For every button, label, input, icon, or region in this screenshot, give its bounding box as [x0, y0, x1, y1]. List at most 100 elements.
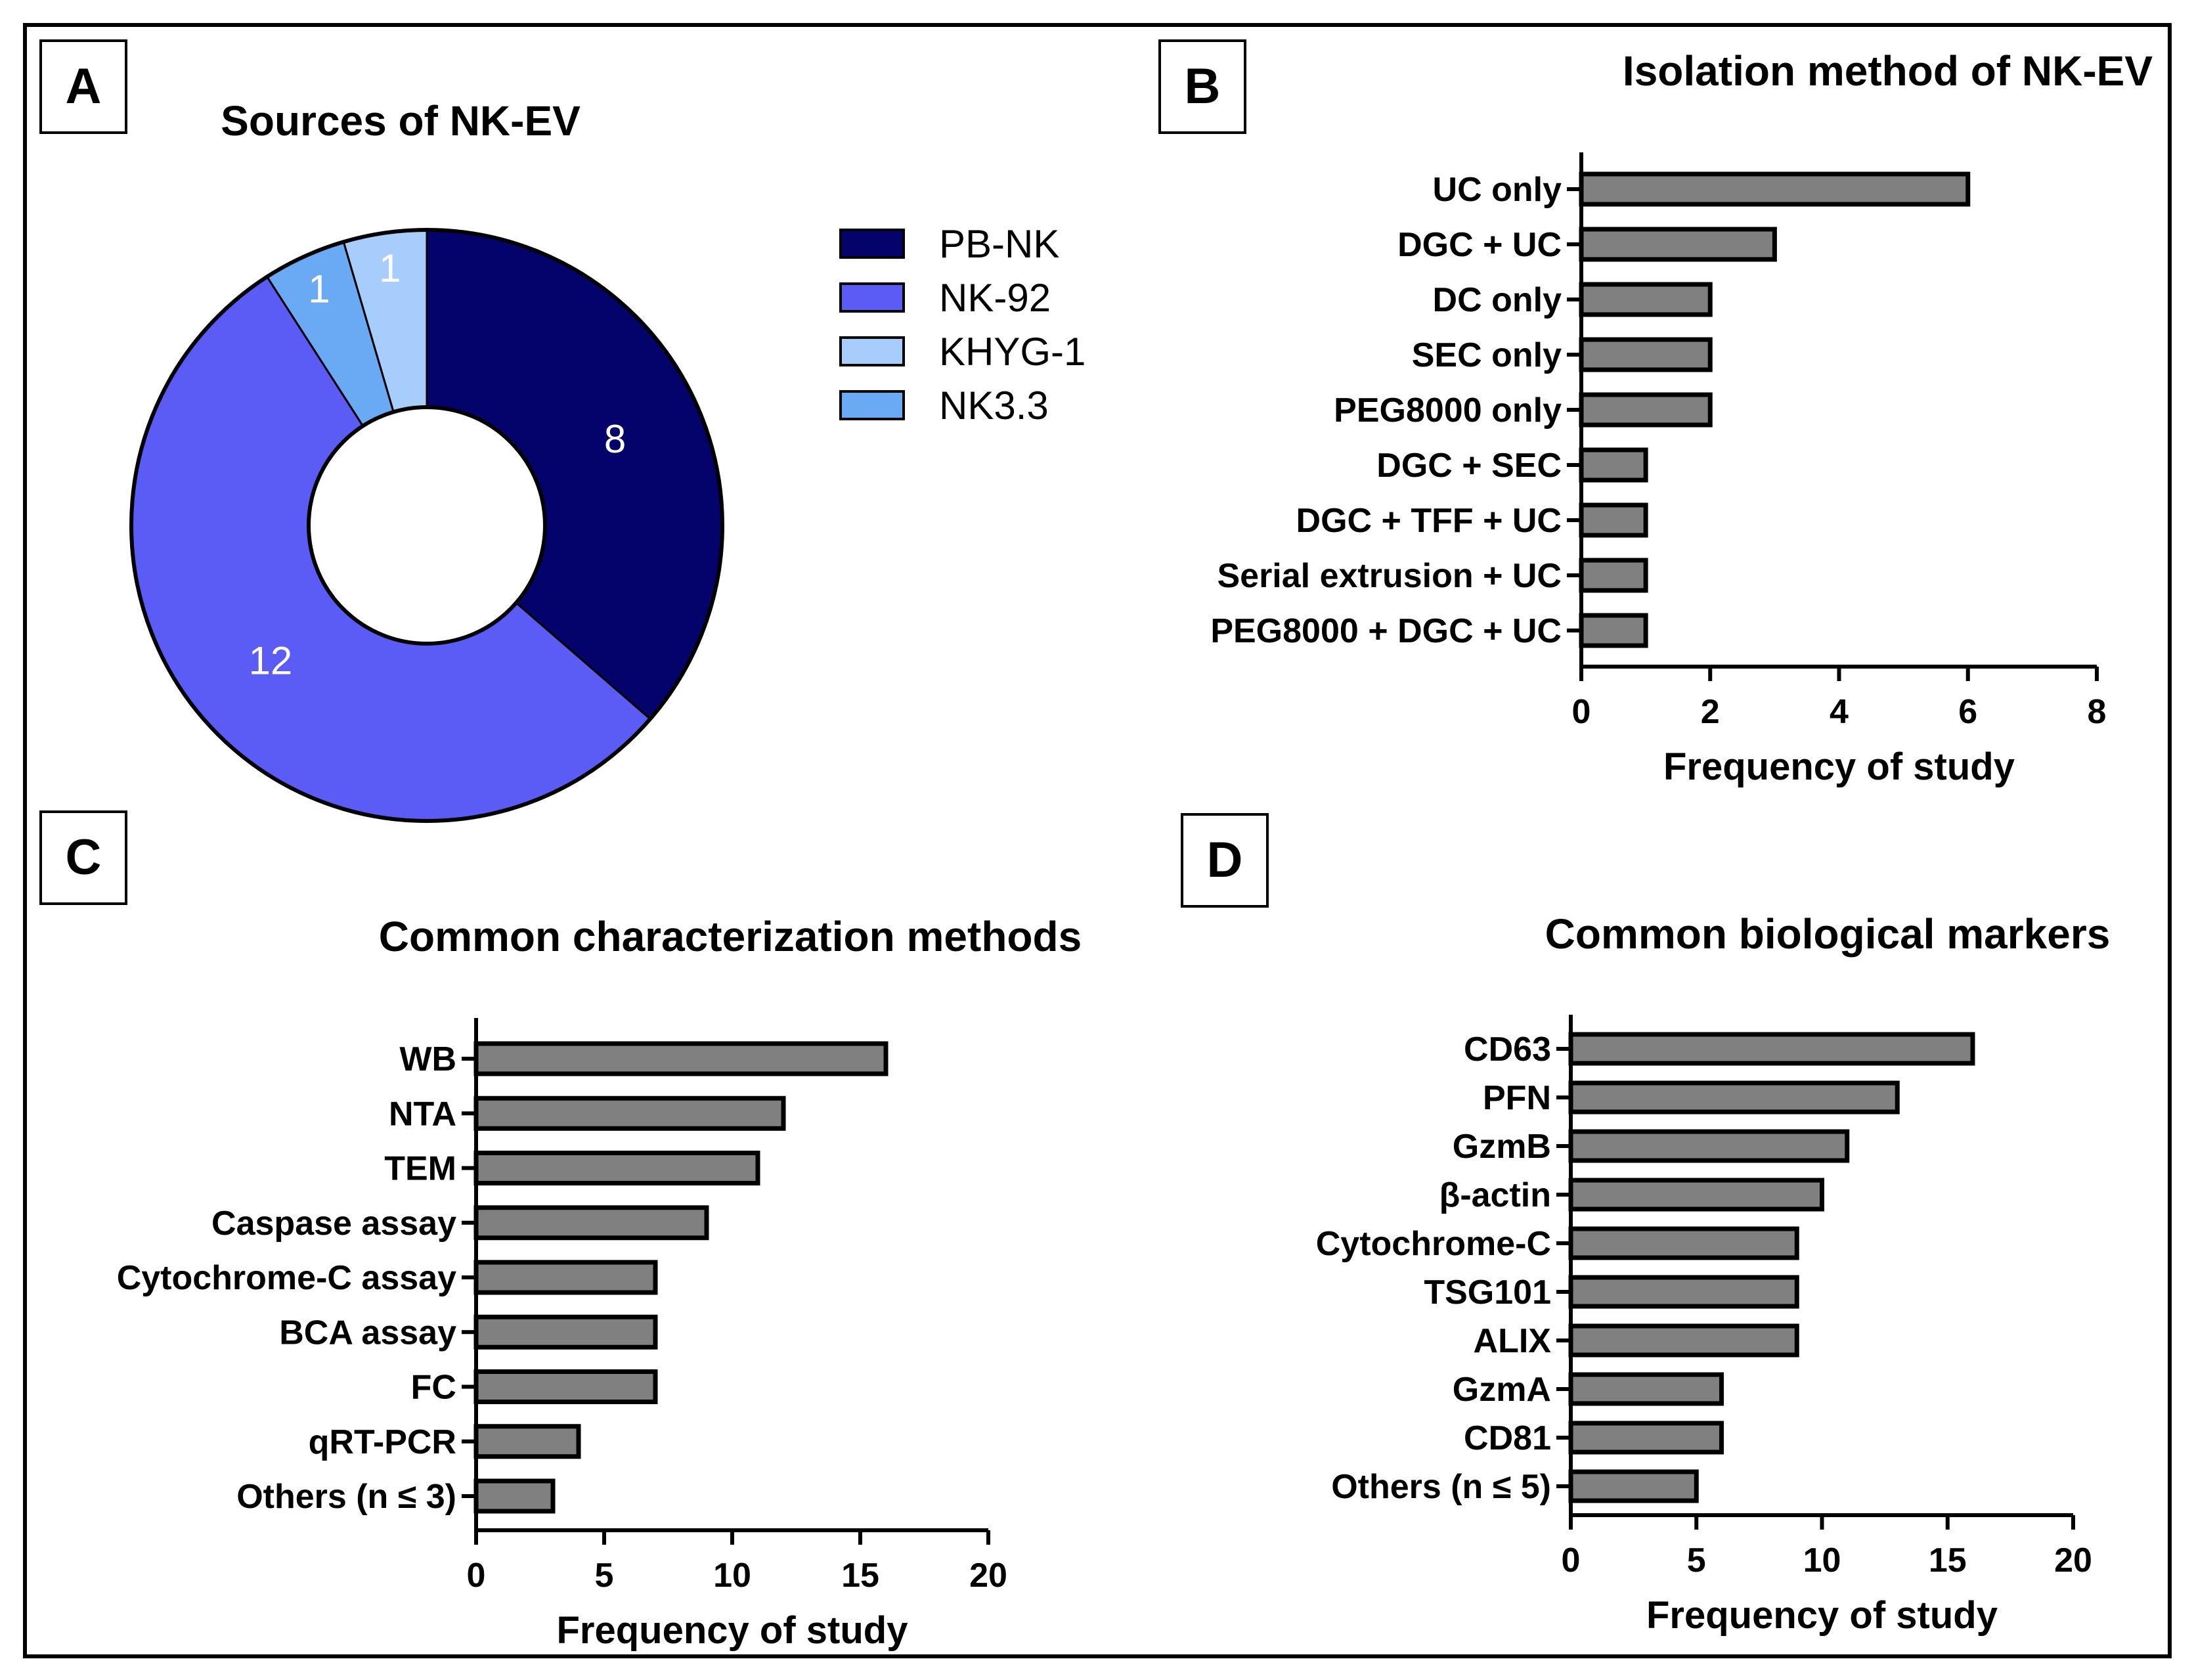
x-tick-label: 0	[467, 1557, 486, 1595]
donut-value-label: 1	[379, 246, 401, 290]
category-label: DC only	[1433, 281, 1562, 319]
legend-swatch-nk-92	[839, 282, 905, 313]
bar	[1579, 282, 1713, 317]
x-tick-label: 10	[1803, 1541, 1841, 1580]
bar	[473, 1369, 658, 1404]
x-tick-label: 4	[1830, 693, 1849, 731]
category-label: CD81	[1464, 1419, 1551, 1457]
bar	[473, 1424, 581, 1459]
bar	[1579, 502, 1648, 538]
panel-a-letter-box	[39, 39, 127, 134]
bar	[1568, 1421, 1724, 1455]
bar	[1568, 1323, 1799, 1358]
category-label: Cytochrome-C assay	[117, 1259, 456, 1297]
panel-d: D Common biological markers CD63PFNGzmBβ…	[1181, 813, 2111, 1637]
category-label: CD63	[1464, 1030, 1551, 1069]
category-label: Serial extrusion + UC	[1217, 557, 1562, 595]
category-label: Others (n ≤ 5)	[1331, 1468, 1551, 1506]
category-label: Others (n ≤ 3)	[236, 1478, 456, 1516]
bar	[473, 1095, 786, 1131]
donut-chart: 8 12 1 1	[129, 228, 724, 823]
category-label: DGC + TFF + UC	[1296, 502, 1562, 540]
category-label: Cytochrome-C	[1316, 1225, 1551, 1263]
panel-d-title: Common biological markers	[1545, 910, 2111, 958]
category-label: ALIX	[1474, 1322, 1552, 1360]
bar	[473, 1041, 889, 1076]
bar-chart-d: CD63PFNGzmBβ-actinCytochrome-CTSG101ALIX…	[1316, 1015, 2092, 1637]
bar	[1579, 558, 1648, 593]
panel-a-letter: A	[66, 58, 102, 114]
panel-c-title: Common characterization methods	[379, 913, 1082, 960]
bar	[1568, 1129, 1850, 1163]
bar	[1568, 1275, 1799, 1309]
x-tick-label: 15	[1929, 1541, 1967, 1580]
category-label: GzmA	[1453, 1371, 1551, 1409]
bar	[1579, 227, 1777, 262]
category-label: TSG101	[1424, 1273, 1551, 1312]
category-label: DGC + UC	[1397, 226, 1562, 264]
panel-b-letter-box	[1158, 39, 1246, 134]
category-label: NTA	[389, 1095, 456, 1133]
x-axis-title: Frequency of study	[1663, 745, 2015, 788]
x-tick-label: 5	[1687, 1541, 1706, 1580]
legend-label: PB-NK	[939, 222, 1059, 266]
panel-c-letter-box	[39, 810, 127, 905]
category-label: β-actin	[1439, 1176, 1551, 1214]
bar	[473, 1314, 658, 1350]
category-label: WB	[399, 1040, 456, 1078]
category-label: PFN	[1483, 1079, 1551, 1117]
figure-frame	[23, 23, 2172, 1658]
legend-swatch-pb-nk	[839, 229, 905, 259]
bar	[1568, 1032, 1975, 1066]
bar	[473, 1260, 658, 1295]
x-tick-label: 10	[713, 1557, 751, 1595]
bar	[1568, 1080, 1900, 1115]
bar	[1568, 1226, 1799, 1260]
legend-swatch-nk3-3	[839, 390, 905, 420]
x-tick-label: 15	[841, 1557, 879, 1595]
legend-label: KHYG-1	[939, 330, 1086, 374]
x-tick-label: 0	[1562, 1541, 1581, 1580]
panel-c-letter: C	[66, 829, 102, 885]
legend-label: NK3.3	[939, 384, 1049, 428]
bar	[1579, 613, 1648, 648]
donut-value-label: 8	[604, 417, 626, 461]
category-label: UC only	[1433, 171, 1562, 209]
category-label: BCA assay	[279, 1314, 456, 1352]
bar	[1579, 337, 1713, 372]
bar	[1568, 1469, 1699, 1503]
panel-a-title: Sources of NK-EV	[221, 97, 581, 144]
x-tick-label: 20	[2054, 1541, 2092, 1580]
x-tick-label: 0	[1572, 693, 1591, 731]
panel-b-letter: B	[1185, 58, 1221, 114]
legend-swatch-khyg-1	[839, 336, 905, 366]
bar	[1568, 1178, 1824, 1212]
donut-value-label: 12	[249, 638, 293, 682]
bar	[1568, 1372, 1724, 1406]
bar	[1579, 447, 1648, 483]
category-label: PEG8000 only	[1334, 391, 1562, 430]
x-tick-label: 8	[2088, 693, 2107, 731]
bar	[473, 1151, 760, 1185]
category-label: PEG8000 + DGC + UC	[1210, 612, 1562, 650]
category-label: SEC only	[1412, 336, 1562, 374]
bar	[473, 1478, 556, 1514]
category-label: TEM	[384, 1150, 456, 1188]
category-label: Caspase assay	[211, 1205, 456, 1243]
bar	[1579, 392, 1713, 428]
x-tick-label: 5	[595, 1557, 614, 1595]
donut-value-label: 1	[308, 267, 330, 311]
x-tick-label: 2	[1701, 693, 1720, 731]
panel-b-title: Isolation method of NK-EV	[1623, 47, 2153, 95]
x-axis-title: Frequency of study	[557, 1609, 908, 1652]
category-label: DGC + SEC	[1376, 447, 1562, 485]
donut-hole	[307, 405, 547, 646]
x-tick-label: 6	[1958, 693, 1977, 731]
panel-d-letter: D	[1207, 832, 1243, 888]
